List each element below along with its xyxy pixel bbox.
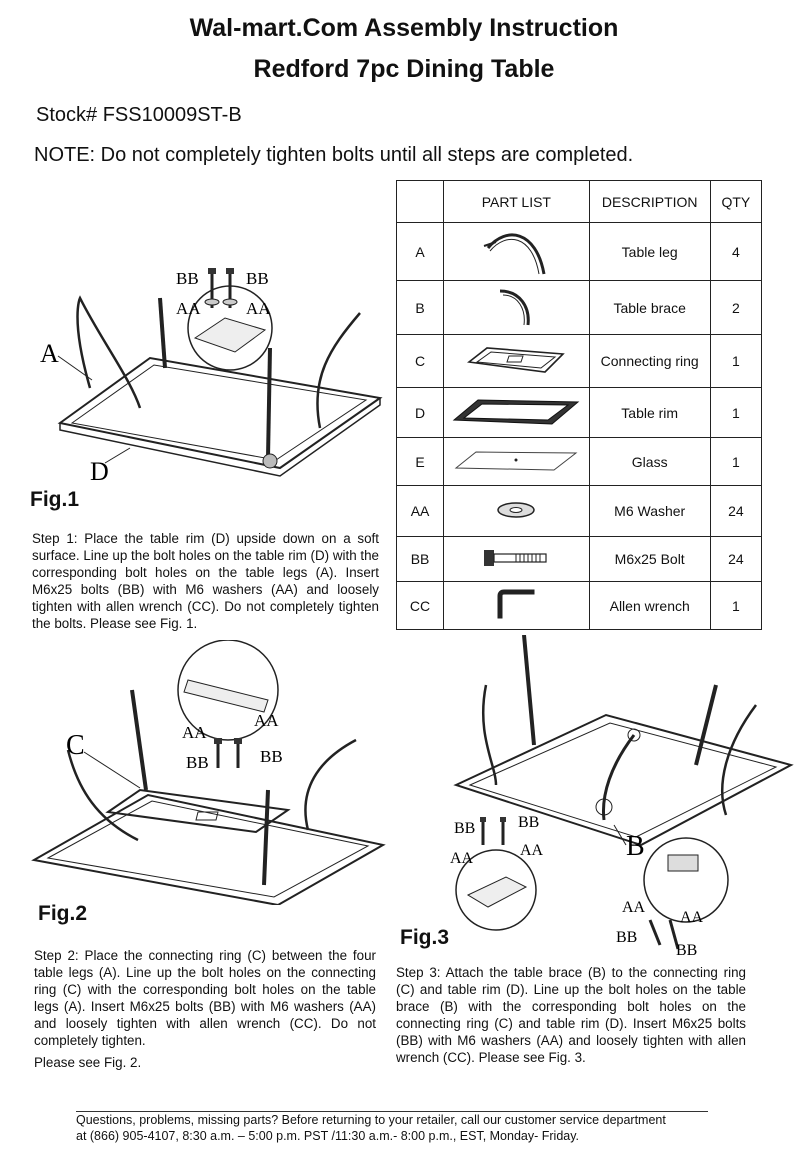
callout-d: D: [90, 457, 109, 486]
part-qty: 24: [709, 536, 763, 582]
part-description: Glass: [588, 437, 711, 486]
table-row: E Glass 1: [395, 437, 763, 486]
assembly-note: NOTE: Do not completely tighten bolts un…: [34, 144, 634, 166]
callout-aa: AA: [450, 850, 474, 867]
table-row: AA M6 Washer 24: [395, 485, 763, 537]
part-qty: 1: [709, 387, 763, 438]
step3-text: Step 3: Attach the table brace (B) to th…: [396, 965, 746, 1065]
callout-bb: BB: [246, 269, 269, 288]
connecting-ring-icon: [443, 334, 590, 388]
allen-wrench-icon: [443, 581, 590, 630]
part-qty: 1: [709, 334, 763, 388]
callout-bb: BB: [186, 753, 209, 772]
part-qty: 2: [709, 280, 763, 335]
part-id: C: [395, 334, 445, 388]
fig2-drawing: C AA AA BB BB: [31, 640, 386, 905]
bolt-icon: [443, 536, 590, 582]
part-id: BB: [395, 536, 445, 582]
part-id: D: [395, 387, 445, 438]
part-description: M6x25 Bolt: [588, 536, 711, 582]
callout-bb: BB: [454, 820, 475, 837]
part-description: Table rim: [588, 387, 711, 438]
table-row: BB M6x25 Bolt 24: [395, 536, 763, 582]
part-description: Connecting ring: [588, 334, 711, 388]
callout-a: A: [40, 339, 59, 368]
table-row: B Table brace 2: [395, 280, 763, 335]
header-part-list: PART LIST: [443, 180, 590, 223]
document-title: Wal-mart.Com Assembly Instruction: [189, 14, 619, 42]
footer-line-1: Questions, problems, missing parts? Befo…: [76, 1113, 666, 1127]
glass-icon: [443, 437, 590, 486]
callout-bb: BB: [260, 747, 283, 766]
part-description: Allen wrench: [588, 581, 711, 630]
footer: Questions, problems, missing parts? Befo…: [76, 1112, 708, 1144]
callout-bb: BB: [518, 814, 539, 831]
part-qty: 1: [709, 437, 763, 486]
part-id: B: [395, 280, 445, 335]
fig3-drawing: B BB BB AA AA AA AA BB BB: [450, 635, 794, 959]
table-leg-icon: [443, 222, 590, 281]
part-id: E: [395, 437, 445, 486]
table-row: D Table rim 1: [395, 387, 763, 438]
part-qty: 4: [709, 222, 763, 281]
callout-aa: AA: [520, 842, 544, 859]
callout-bb: BB: [176, 269, 199, 288]
step2-text-tail: Please see Fig. 2.: [34, 1055, 142, 1070]
callout-aa: AA: [182, 723, 207, 742]
callout-aa: AA: [246, 299, 271, 318]
part-description: M6 Washer: [588, 485, 711, 537]
fig1-label: Fig.1: [30, 488, 80, 511]
fig3-label: Fig.3: [400, 926, 450, 949]
callout-aa: AA: [254, 711, 279, 730]
table-row: A Table leg 4: [395, 222, 763, 281]
table-brace-icon: [443, 280, 590, 335]
part-list-header-row: PART LIST DESCRIPTION QTY: [395, 180, 763, 223]
fig2-label: Fig.2: [38, 902, 88, 925]
part-id: A: [395, 222, 445, 281]
part-description: Table leg: [588, 222, 711, 281]
footer-line-2: at (866) 905-4107, 8:30 a.m. – 5:00 p.m.…: [76, 1129, 580, 1143]
table-row: CC Allen wrench 1: [395, 581, 763, 630]
callout-bb: BB: [676, 942, 697, 959]
table-rim-icon: [443, 387, 590, 438]
callout-aa: AA: [176, 299, 201, 318]
table-row: C Connecting ring 1: [395, 334, 763, 388]
header-qty: QTY: [709, 180, 763, 223]
callout-c: C: [66, 730, 85, 761]
part-qty: 24: [709, 485, 763, 537]
washer-icon: [443, 485, 590, 537]
part-list-table: PART LIST DESCRIPTION QTY A Table leg 4 …: [395, 180, 763, 630]
callout-bb: BB: [616, 929, 637, 946]
fig1-drawing: A D BB BB AA AA: [40, 268, 383, 486]
callout-aa: AA: [680, 909, 704, 926]
step2-text: Step 2: Place the connecting ring (C) be…: [34, 948, 376, 1048]
header-id: [395, 180, 445, 223]
part-id: CC: [395, 581, 445, 630]
header-description: DESCRIPTION: [588, 180, 711, 223]
part-description: Table brace: [588, 280, 711, 335]
stock-number: Stock# FSS10009ST-B: [36, 104, 242, 126]
footer-divider: [76, 1111, 708, 1112]
part-id: AA: [395, 485, 445, 537]
part-qty: 1: [709, 581, 763, 630]
step1-text: Step 1: Place the table rim (D) upside d…: [32, 531, 379, 631]
callout-b: B: [626, 831, 645, 862]
document-subtitle: Redford 7pc Dining Table: [253, 55, 555, 83]
callout-aa: AA: [622, 899, 646, 916]
